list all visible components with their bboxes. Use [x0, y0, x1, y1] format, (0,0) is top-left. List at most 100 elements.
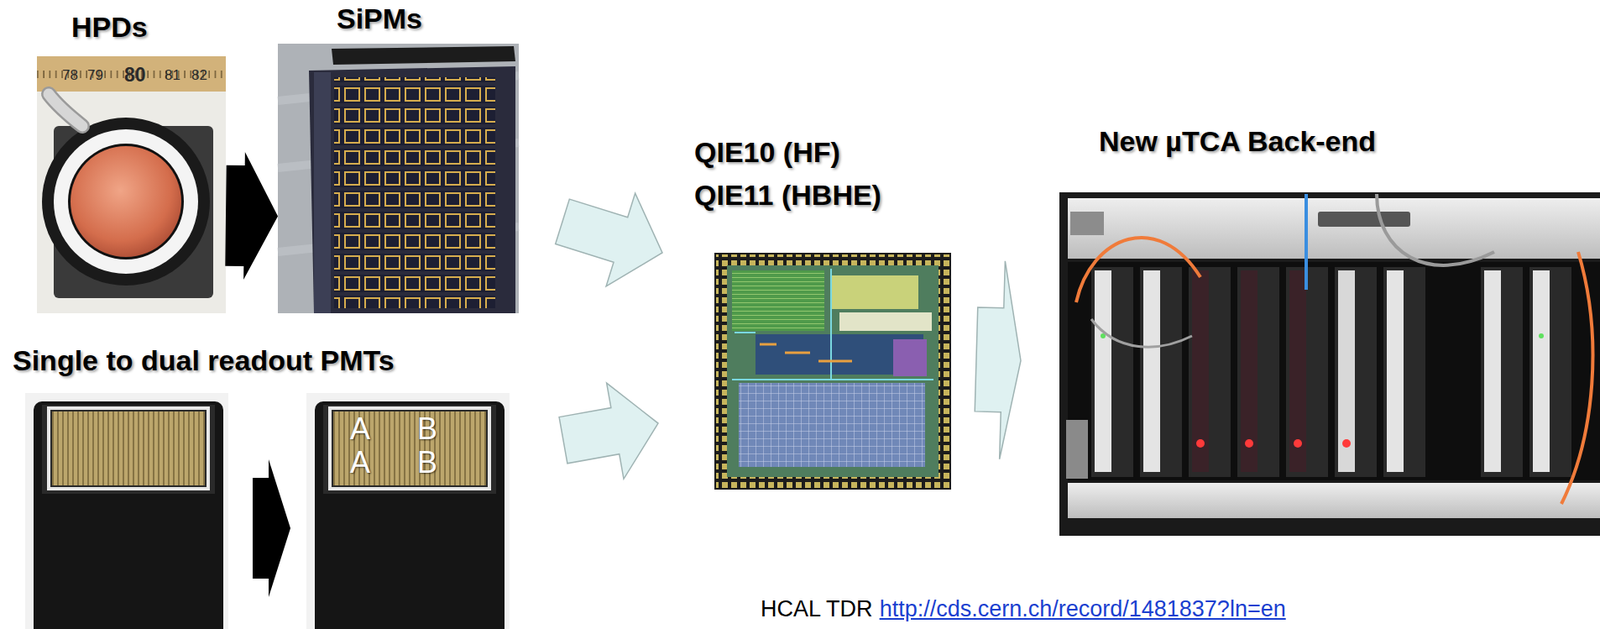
- card: [1237, 266, 1280, 477]
- reference-text: HCAL TDR: [760, 596, 874, 623]
- hpd-photocathode: [70, 146, 182, 257]
- hpd-ring-inner: [53, 129, 199, 274]
- ruler-number: 78: [62, 67, 79, 84]
- chip-die: [714, 252, 952, 490]
- hpd-cable: [48, 94, 83, 126]
- sipm-rail: [313, 72, 331, 314]
- channel-letter: A: [350, 411, 371, 446]
- fiber-cable: [1304, 193, 1308, 290]
- crate-top-panel: [1067, 198, 1600, 259]
- card-faceplate: [1532, 270, 1550, 472]
- card: [1529, 266, 1572, 477]
- pmt-window: [333, 411, 487, 486]
- chip-traces: [759, 344, 853, 361]
- utca-crate: [1059, 192, 1600, 536]
- crate-leds: [1100, 333, 1544, 448]
- card-faceplate: [1192, 270, 1209, 472]
- card: [1286, 266, 1329, 477]
- chip-memory: [738, 382, 926, 467]
- cable: [1091, 318, 1193, 347]
- led: [1196, 439, 1205, 448]
- card-faceplate: [1143, 270, 1161, 472]
- flow-arrow: [555, 193, 663, 287]
- led: [1293, 439, 1302, 448]
- card-faceplate: [1338, 270, 1355, 472]
- chip-bus: [732, 268, 934, 380]
- pmt-single-photo: [25, 392, 229, 629]
- card-faceplate: [1289, 270, 1307, 472]
- heading: SiPMs: [336, 2, 423, 36]
- pmt-dual-box: ABAB: [306, 392, 510, 629]
- channel-letter: A: [350, 444, 371, 480]
- photo-ground: [277, 43, 519, 314]
- card: [1383, 266, 1426, 477]
- led: [1342, 439, 1351, 448]
- pmt-frame: [329, 407, 490, 489]
- ruler: [36, 56, 226, 92]
- ruler-number: 81: [164, 67, 181, 84]
- chip-core: [726, 265, 939, 477]
- hpd-ring: [41, 117, 210, 286]
- card: [1139, 266, 1182, 477]
- pmt-dual-photo: [306, 392, 510, 629]
- utca-crate-box: New µTCA Back-end: [1059, 192, 1600, 536]
- ruler-ticks: [36, 56, 226, 92]
- sipm-photo-box: SiPMs: [277, 43, 519, 314]
- reference-link: http://cds.cern.ch/record/1481837?ln=en: [879, 596, 1287, 623]
- sipm-board: [308, 66, 516, 314]
- pmt-window: [52, 411, 205, 486]
- pmt-frame: [48, 407, 209, 489]
- crate-cards: [1091, 266, 1572, 477]
- qie-chip-box: QIE10 (HF)QIE11 (HBHE): [714, 252, 952, 490]
- chip-block: [839, 312, 932, 331]
- chip-pads: [716, 254, 950, 488]
- pmt-body: [33, 401, 224, 629]
- qie-chip: [714, 252, 952, 490]
- flow-arrow: [559, 382, 659, 479]
- fiber-cable: [1076, 237, 1201, 303]
- pmt-single-box: Single to dual readout PMTs: [25, 392, 229, 629]
- heading: HPDs: [71, 10, 148, 44]
- heading: QIE11 (HBHE): [694, 178, 882, 212]
- card: [1480, 266, 1523, 477]
- hpd-window-rim: [67, 143, 184, 260]
- heading: New µTCA Back-end: [1098, 125, 1376, 158]
- crate-side-module: [1066, 419, 1088, 479]
- reference-line: HCAL TDRhttp://cds.cern.ch/record/148183…: [760, 596, 1287, 623]
- led: [1244, 439, 1254, 448]
- photo-ground: [36, 56, 226, 314]
- chip-block: [831, 275, 919, 309]
- card: [1334, 266, 1377, 477]
- hpd-photo-box: HPDs: [36, 56, 226, 314]
- card-faceplate: [1386, 270, 1404, 472]
- pmt-body: [314, 401, 505, 629]
- card-faceplate: [1094, 270, 1112, 472]
- cable: [1376, 193, 1495, 266]
- block-arrow: [224, 151, 278, 280]
- led: [1538, 333, 1544, 339]
- crate-slots: [1067, 261, 1600, 481]
- fiber-cable: [1561, 251, 1593, 504]
- crate-connector: [1070, 211, 1104, 236]
- channel-letter: B: [417, 444, 438, 480]
- ruler-number: 82: [191, 67, 208, 84]
- heading: Single to dual readout PMTs: [12, 344, 395, 377]
- card: [1188, 266, 1231, 477]
- crate-frame: [1059, 192, 1600, 536]
- block-arrow: [252, 459, 291, 597]
- pmt-top: [41, 404, 215, 494]
- card-faceplate: [1240, 270, 1258, 472]
- sipm-photo: [277, 43, 519, 314]
- chip-block: [893, 339, 927, 377]
- chip-block: [732, 270, 825, 331]
- sipm-bar: [331, 46, 516, 65]
- crate-bottom-panel: [1067, 482, 1600, 518]
- card-faceplate: [1484, 270, 1501, 472]
- heading: QIE10 (HF): [694, 135, 841, 169]
- hpd-photo: [36, 56, 226, 314]
- flow-arrow: [974, 261, 1021, 460]
- ruler-number: 79: [87, 67, 104, 84]
